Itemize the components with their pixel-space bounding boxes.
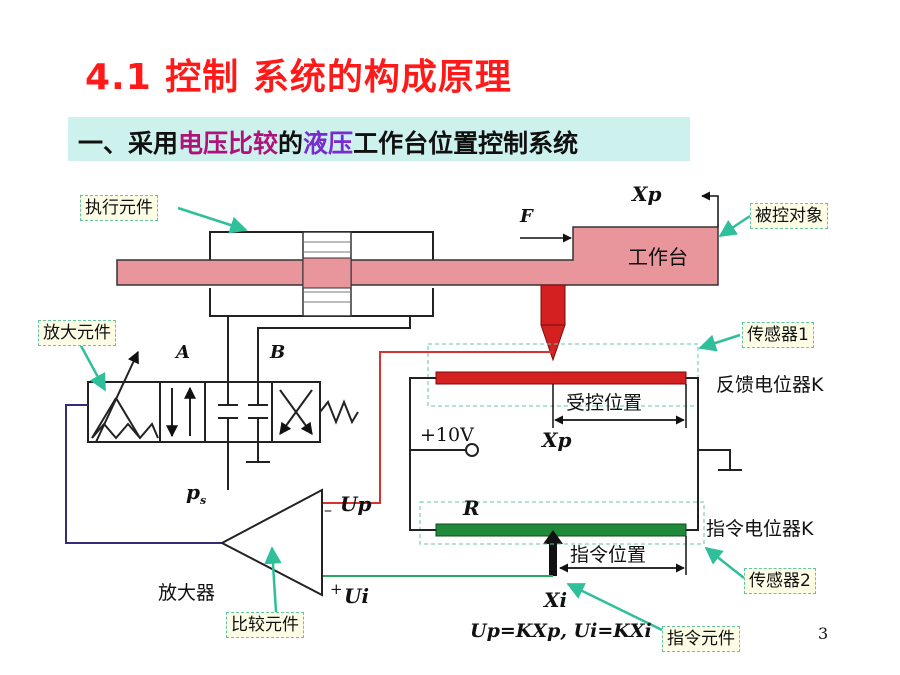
command-potentiometer xyxy=(435,523,687,537)
amplifier-triangle xyxy=(219,488,323,597)
voltage-label: +10V xyxy=(420,424,474,446)
position-dimensions xyxy=(552,384,687,575)
xp-mid-symbol: Xp xyxy=(542,428,572,452)
ps-subscript: s xyxy=(199,494,207,507)
servo-valve xyxy=(159,381,359,490)
torque-motor xyxy=(87,350,161,443)
minus-sign: – xyxy=(324,500,332,519)
page-title: 4.1 控制 系统的构成原理 xyxy=(85,57,512,98)
command-element-label: 指令元件 xyxy=(662,626,740,652)
ui-symbol: Ui xyxy=(344,584,370,608)
xp-arrow xyxy=(701,191,719,227)
page-number: 3 xyxy=(818,624,829,643)
amplifier-element-label: 放大元件 xyxy=(38,320,116,346)
force-symbol: F xyxy=(520,206,533,227)
actuator-label: 执行元件 xyxy=(80,195,158,221)
subtitle-highlight2: 液压 xyxy=(303,129,354,158)
amplifier-output-wire xyxy=(65,404,222,544)
r-symbol: R xyxy=(463,496,480,520)
command-pot-label: 指令电位器K xyxy=(706,518,814,540)
sensor1-label: 传感器1 xyxy=(742,322,814,348)
subtitle-part2: 的 xyxy=(278,129,304,158)
command-position-label: 指令位置 xyxy=(570,544,647,566)
compare-element-label: 比较元件 xyxy=(226,612,304,638)
plus-sign: + xyxy=(330,580,343,598)
up-symbol: Up xyxy=(340,492,372,516)
subtitle-part3: 工作台位置控制系统 xyxy=(353,129,579,158)
port-b-label: B xyxy=(270,342,286,363)
feedback-pot-label: 反馈电位器K xyxy=(716,374,824,396)
port-a-label: A xyxy=(176,342,190,363)
subtitle-background xyxy=(68,117,690,161)
feedback-signal-wire xyxy=(322,351,553,504)
feedback-potentiometer xyxy=(435,371,687,385)
subtitle-highlight1: 电压比较 xyxy=(178,129,279,158)
feedback-wiper xyxy=(540,284,566,362)
callout-arrows xyxy=(78,206,751,632)
piston xyxy=(302,231,352,317)
sensor2-label: 传感器2 xyxy=(744,568,816,594)
supply-pressure-label: ps xyxy=(186,480,206,507)
formula: Up=KXp, Ui=KXi xyxy=(470,620,652,642)
controlled-position-label: 受控位置 xyxy=(566,392,643,414)
amplifier-label: 放大器 xyxy=(158,582,216,604)
pot-circuit xyxy=(409,377,742,531)
xi-symbol: Xi xyxy=(544,588,568,612)
worktable-label: 工作台 xyxy=(628,245,688,269)
command-wiper xyxy=(543,530,563,576)
controlled-object-label: 被控对象 xyxy=(750,203,828,229)
hydraulic-pipes xyxy=(227,316,411,382)
ps-symbol: p xyxy=(186,480,200,504)
xp-top-symbol: Xp xyxy=(632,182,662,206)
subtitle-part1: 一、采用 xyxy=(78,129,179,158)
subtitle: 一、采用电压比较的液压工作台位置控制系统 xyxy=(78,124,578,160)
sensor1-box xyxy=(427,343,699,407)
sensor2-box xyxy=(419,501,705,545)
